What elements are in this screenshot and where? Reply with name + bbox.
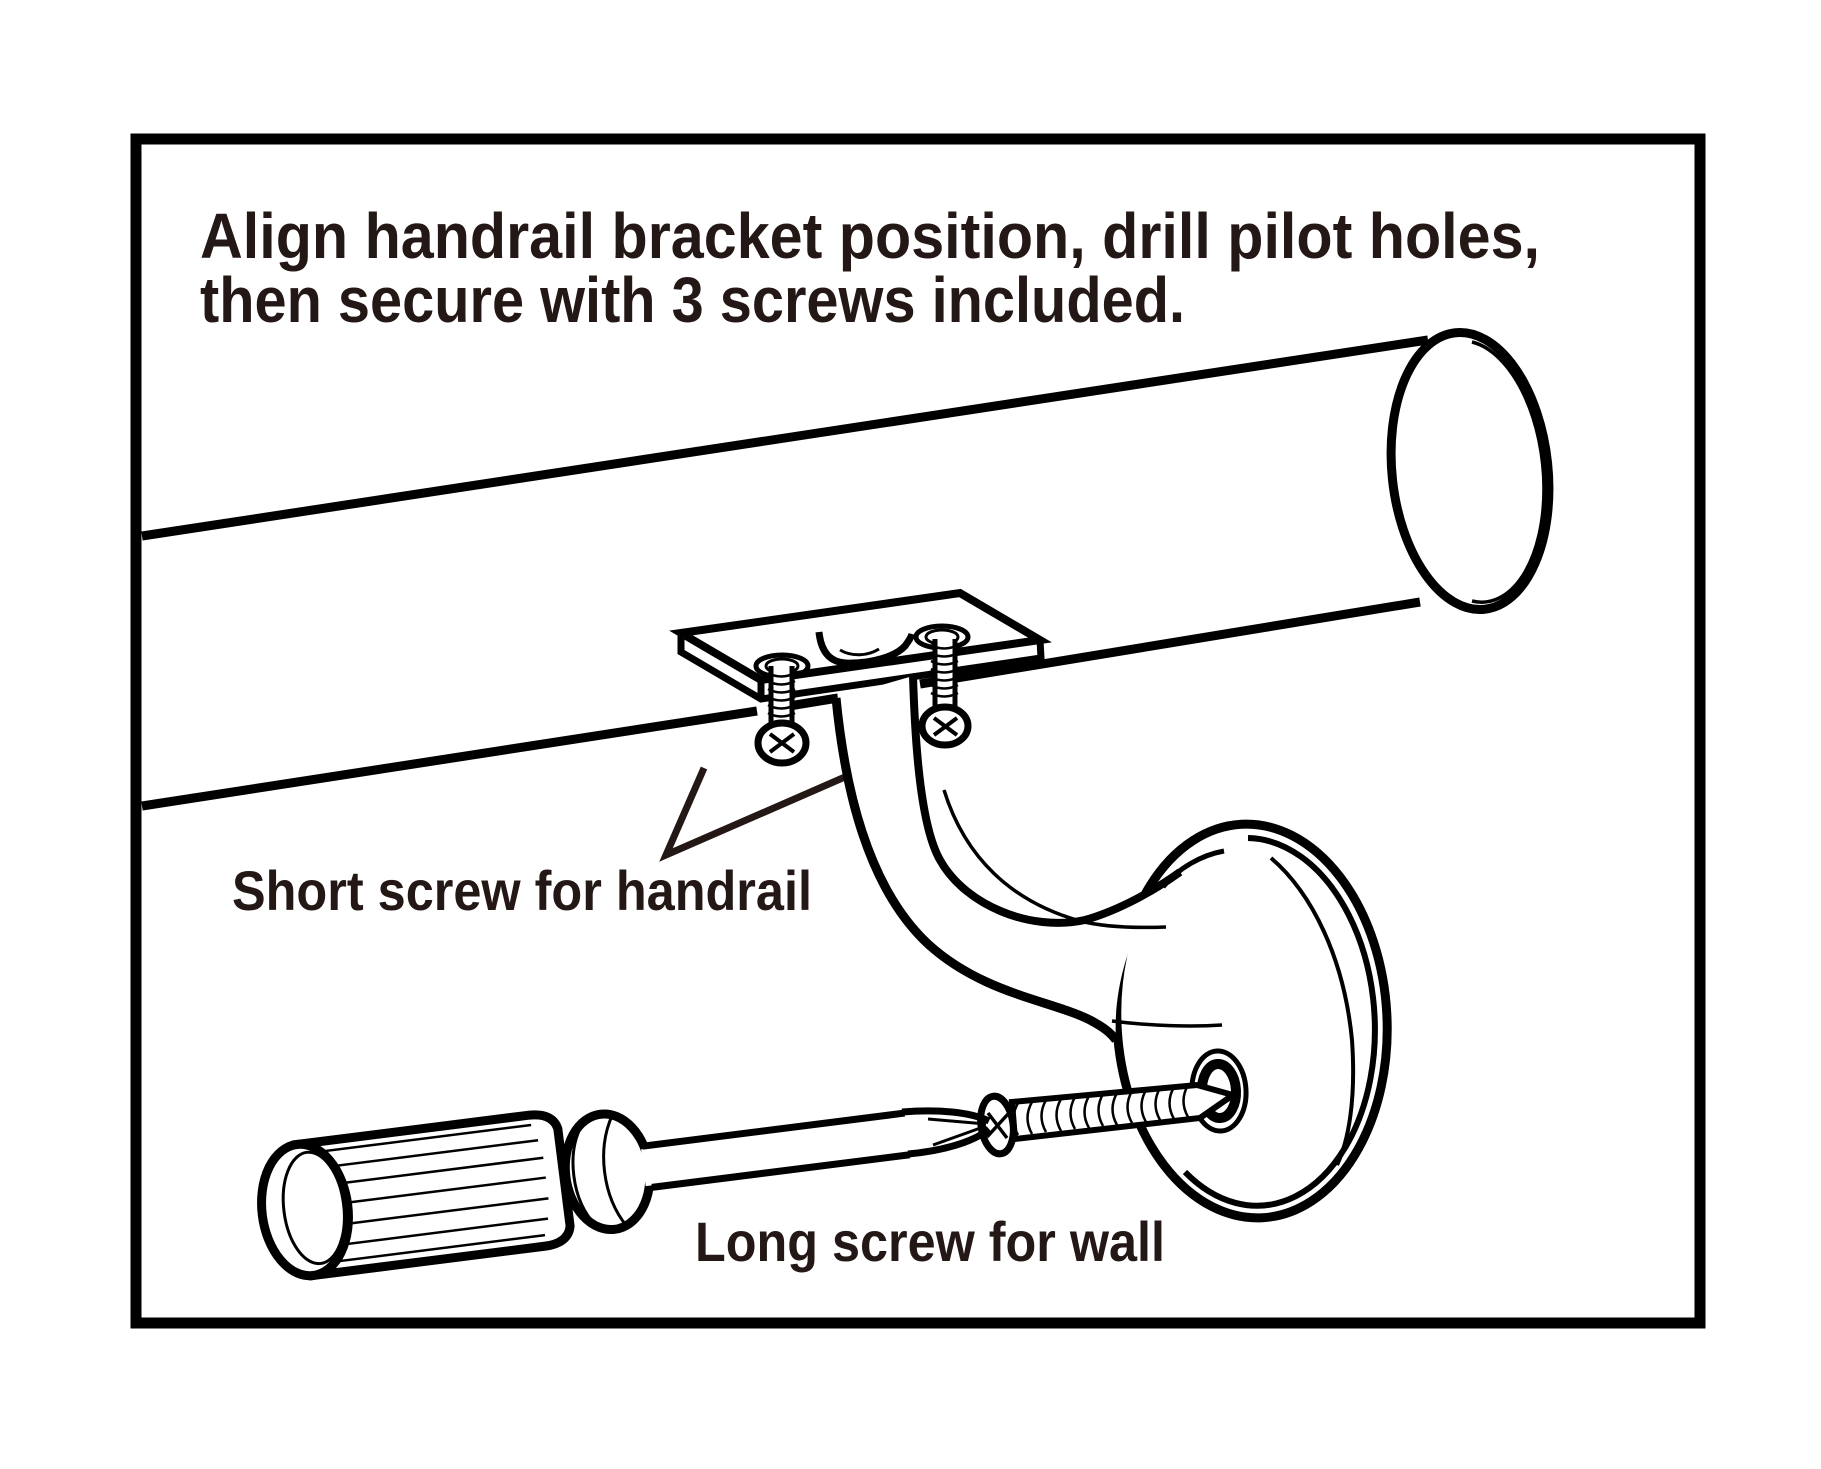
arm-inner-edge	[909, 675, 1183, 927]
long-screw-phillips-cross	[985, 1111, 1010, 1140]
short-screw-right-phillips-cross	[932, 716, 959, 737]
tube-end-cap	[1386, 328, 1554, 614]
screwdriver-end-cap	[257, 1139, 353, 1281]
screwdriver-grip-flutes	[314, 1123, 549, 1264]
screwdriver-grip	[291, 1110, 575, 1281]
bracket-arm	[831, 675, 1183, 1043]
short-screw-right-threads	[930, 643, 959, 698]
plate-thickness-edge	[677, 633, 1045, 703]
screwdriver	[257, 1107, 992, 1281]
label-long-screw: Long screw for wall	[695, 1210, 1165, 1273]
short-screw-left-phillips-cross	[768, 732, 796, 754]
label-short-screw: Short screw for handrail	[232, 859, 812, 922]
short-screw-pointer-arrow	[659, 752, 895, 862]
instruction-line-1: Align handrail bracket position, drill p…	[200, 200, 1540, 272]
screwdriver-collar-lines	[571, 1114, 628, 1227]
flange-dome-right-edge	[1269, 856, 1356, 1166]
bracket-top-plate	[669, 588, 1052, 703]
tube-end-cap-inner-rim	[1471, 340, 1546, 604]
short-screw-right	[918, 639, 972, 749]
screwdriver-shaft	[642, 1109, 911, 1191]
screwdriver-end-cap-inner	[281, 1150, 346, 1266]
short-screw-left	[754, 666, 810, 767]
short-screw-left-threads	[767, 671, 796, 718]
flange-boss-base-line	[1111, 1019, 1223, 1028]
flange-dome-top-edge	[1161, 848, 1225, 889]
flange-outer-rim	[1112, 819, 1392, 1223]
screwdriver-blade	[901, 1107, 992, 1158]
flange-inner-rim	[1182, 835, 1378, 1209]
instruction-line-2: then secure with 3 screws included.	[200, 264, 1185, 336]
arm-outer-edge	[831, 697, 1120, 1043]
diagram-frame	[130, 133, 1706, 1329]
wall-flange	[1112, 819, 1392, 1223]
saddle-cutout	[815, 631, 916, 667]
handrail-tube	[141, 328, 1554, 811]
saddle-cutout-inner	[839, 647, 880, 657]
instruction-text: Align handrail bracket position, drill p…	[200, 200, 1540, 336]
arm-highlight-line	[942, 789, 1167, 930]
long-screw	[977, 1081, 1240, 1158]
